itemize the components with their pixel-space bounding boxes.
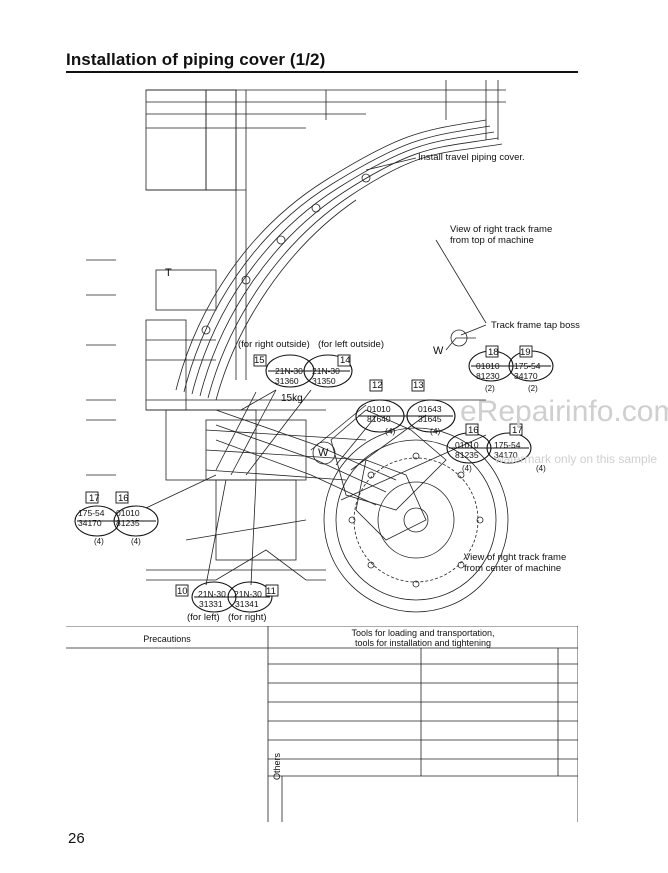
part-15-top: 21N-30 [275,366,303,376]
part-13-qty: (4) [430,426,441,436]
part-18-qty: (2) [485,384,495,393]
part-16-right-top: 01010 [455,440,479,450]
others-label: Others [272,752,282,780]
tools-header-line2: tools for installation and tightening [354,638,492,648]
technical-drawing [74,80,554,613]
callout-w-upper: W [433,345,444,357]
callout-w-lower: W [318,447,329,459]
part-19-qty: (2) [528,384,538,393]
part-label-17-left: 17 [89,493,100,504]
watermark-sub: watermark only on this sample [495,452,658,466]
precautions-header: Precautions [143,634,191,644]
callout-view-center-line2: from center of machine [464,563,562,574]
callout-for-right: (for right) [228,612,267,623]
part-17-left-bottom: 34170 [78,518,102,528]
part-label-16-right: 16 [468,425,479,436]
part-label-11: 11 [266,586,276,597]
part-18-bottom: 81230 [476,371,500,381]
watermark-main: eRepairinfo.com [460,395,668,428]
part-16-left-bottom: 81235 [116,518,140,528]
part-17-right-bottom: 34170 [494,450,518,460]
part-14-top: 21N-30 [312,366,340,376]
callout-for-left: (for left) [187,612,220,623]
part-label-14: 14 [340,355,351,366]
part-label-12: 12 [372,380,383,391]
part-16-left-top: 01010 [116,508,140,518]
callout-view-center-line1: View of right track frame [464,552,567,563]
part-15-bottom: 31360 [275,376,299,386]
callout-view-top-line1: View of right track frame [450,224,553,235]
part-13-bottom: 31645 [418,414,442,424]
part-17-left-qty: (4) [94,537,104,546]
part-18-top: 01010 [476,361,500,371]
part-19-bottom: 34170 [514,371,538,381]
part-12-qty: (4) [385,426,396,436]
part-12-top: 01010 [367,404,391,414]
callout-t: T [165,267,172,279]
part-13-top: 01643 [418,404,442,414]
callout-torque: 15kg [281,393,303,404]
part-label-17-right: 17 [512,425,523,436]
part-16-right-bottom: 81235 [455,450,479,460]
part-10-bottom: 31331 [199,599,223,609]
callout-for-left-outside: (for left outside) [318,339,384,350]
part-label-15: 15 [254,355,265,366]
callout-for-right-outside: (for right outside) [238,339,310,350]
page-title: Installation of piping cover (1/2) [66,50,326,69]
title-rule [66,71,578,73]
tools-header-line1: Tools for loading and transportation, [351,628,495,638]
part-label-18: 18 [488,347,499,358]
part-17-right-qty: (4) [536,464,546,473]
part-label-16-left: 16 [118,493,129,504]
part-10-top: 21N-30 [198,589,226,599]
part-17-right-top: 175-54 [494,440,521,450]
part-label-19: 19 [520,347,531,358]
part-label-10: 10 [177,586,188,597]
part-12-bottom: 81640 [367,414,391,424]
part-16-left-qty: (4) [131,537,141,546]
precautions-tools-table [66,626,578,822]
page-number: 26 [68,830,85,847]
callout-track-boss: Track frame tap boss [491,320,580,331]
part-11-top: 21N-30 [234,589,262,599]
callout-install-cover: Install travel piping cover. [418,152,525,163]
part-19-top: 175-54 [514,361,541,371]
part-label-13: 13 [413,380,424,391]
part-17-left-top: 175-54 [78,508,105,518]
part-16-right-qty: (4) [462,464,472,473]
callout-view-top-line2: from top of machine [450,235,534,246]
part-14-bottom: 31350 [312,376,336,386]
part-11-bottom: 31341 [235,599,259,609]
